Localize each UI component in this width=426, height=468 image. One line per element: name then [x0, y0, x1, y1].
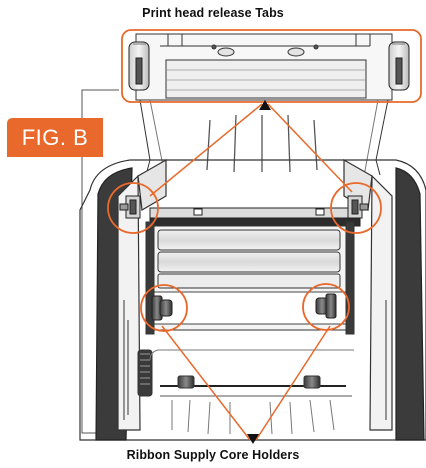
right-release-tab [388, 41, 410, 91]
right-core-holder [315, 293, 337, 319]
left-side-latch [119, 195, 141, 219]
callout-lines [149, 103, 353, 441]
print-head-bar [149, 207, 361, 227]
release-tabs-highlight-frame [121, 29, 422, 103]
ribbon-supply-core-holders-label: Ribbon Supply Core Holders [126, 448, 300, 462]
top-arrowhead [259, 100, 271, 110]
printer-base [79, 158, 426, 441]
platen-area [137, 349, 354, 435]
figure-badge [7, 118, 103, 157]
left-core-holder-highlight-circle [140, 284, 188, 332]
print-head-release-tabs-label: Print head release Tabs [142, 6, 284, 20]
right-core-holder-highlight-circle [302, 283, 350, 331]
left-latch-highlight-circle [107, 182, 159, 234]
ribbon-roll [145, 221, 355, 335]
callout-arrowheads [247, 100, 271, 444]
left-core-holder [151, 295, 173, 321]
right-side-latch [347, 195, 369, 219]
callout-circles [107, 182, 382, 332]
figure-label: FIG. B [21, 125, 89, 150]
left-release-tab [128, 41, 150, 91]
right-latch-highlight-circle [330, 182, 382, 234]
bottom-arrowhead [247, 434, 259, 444]
